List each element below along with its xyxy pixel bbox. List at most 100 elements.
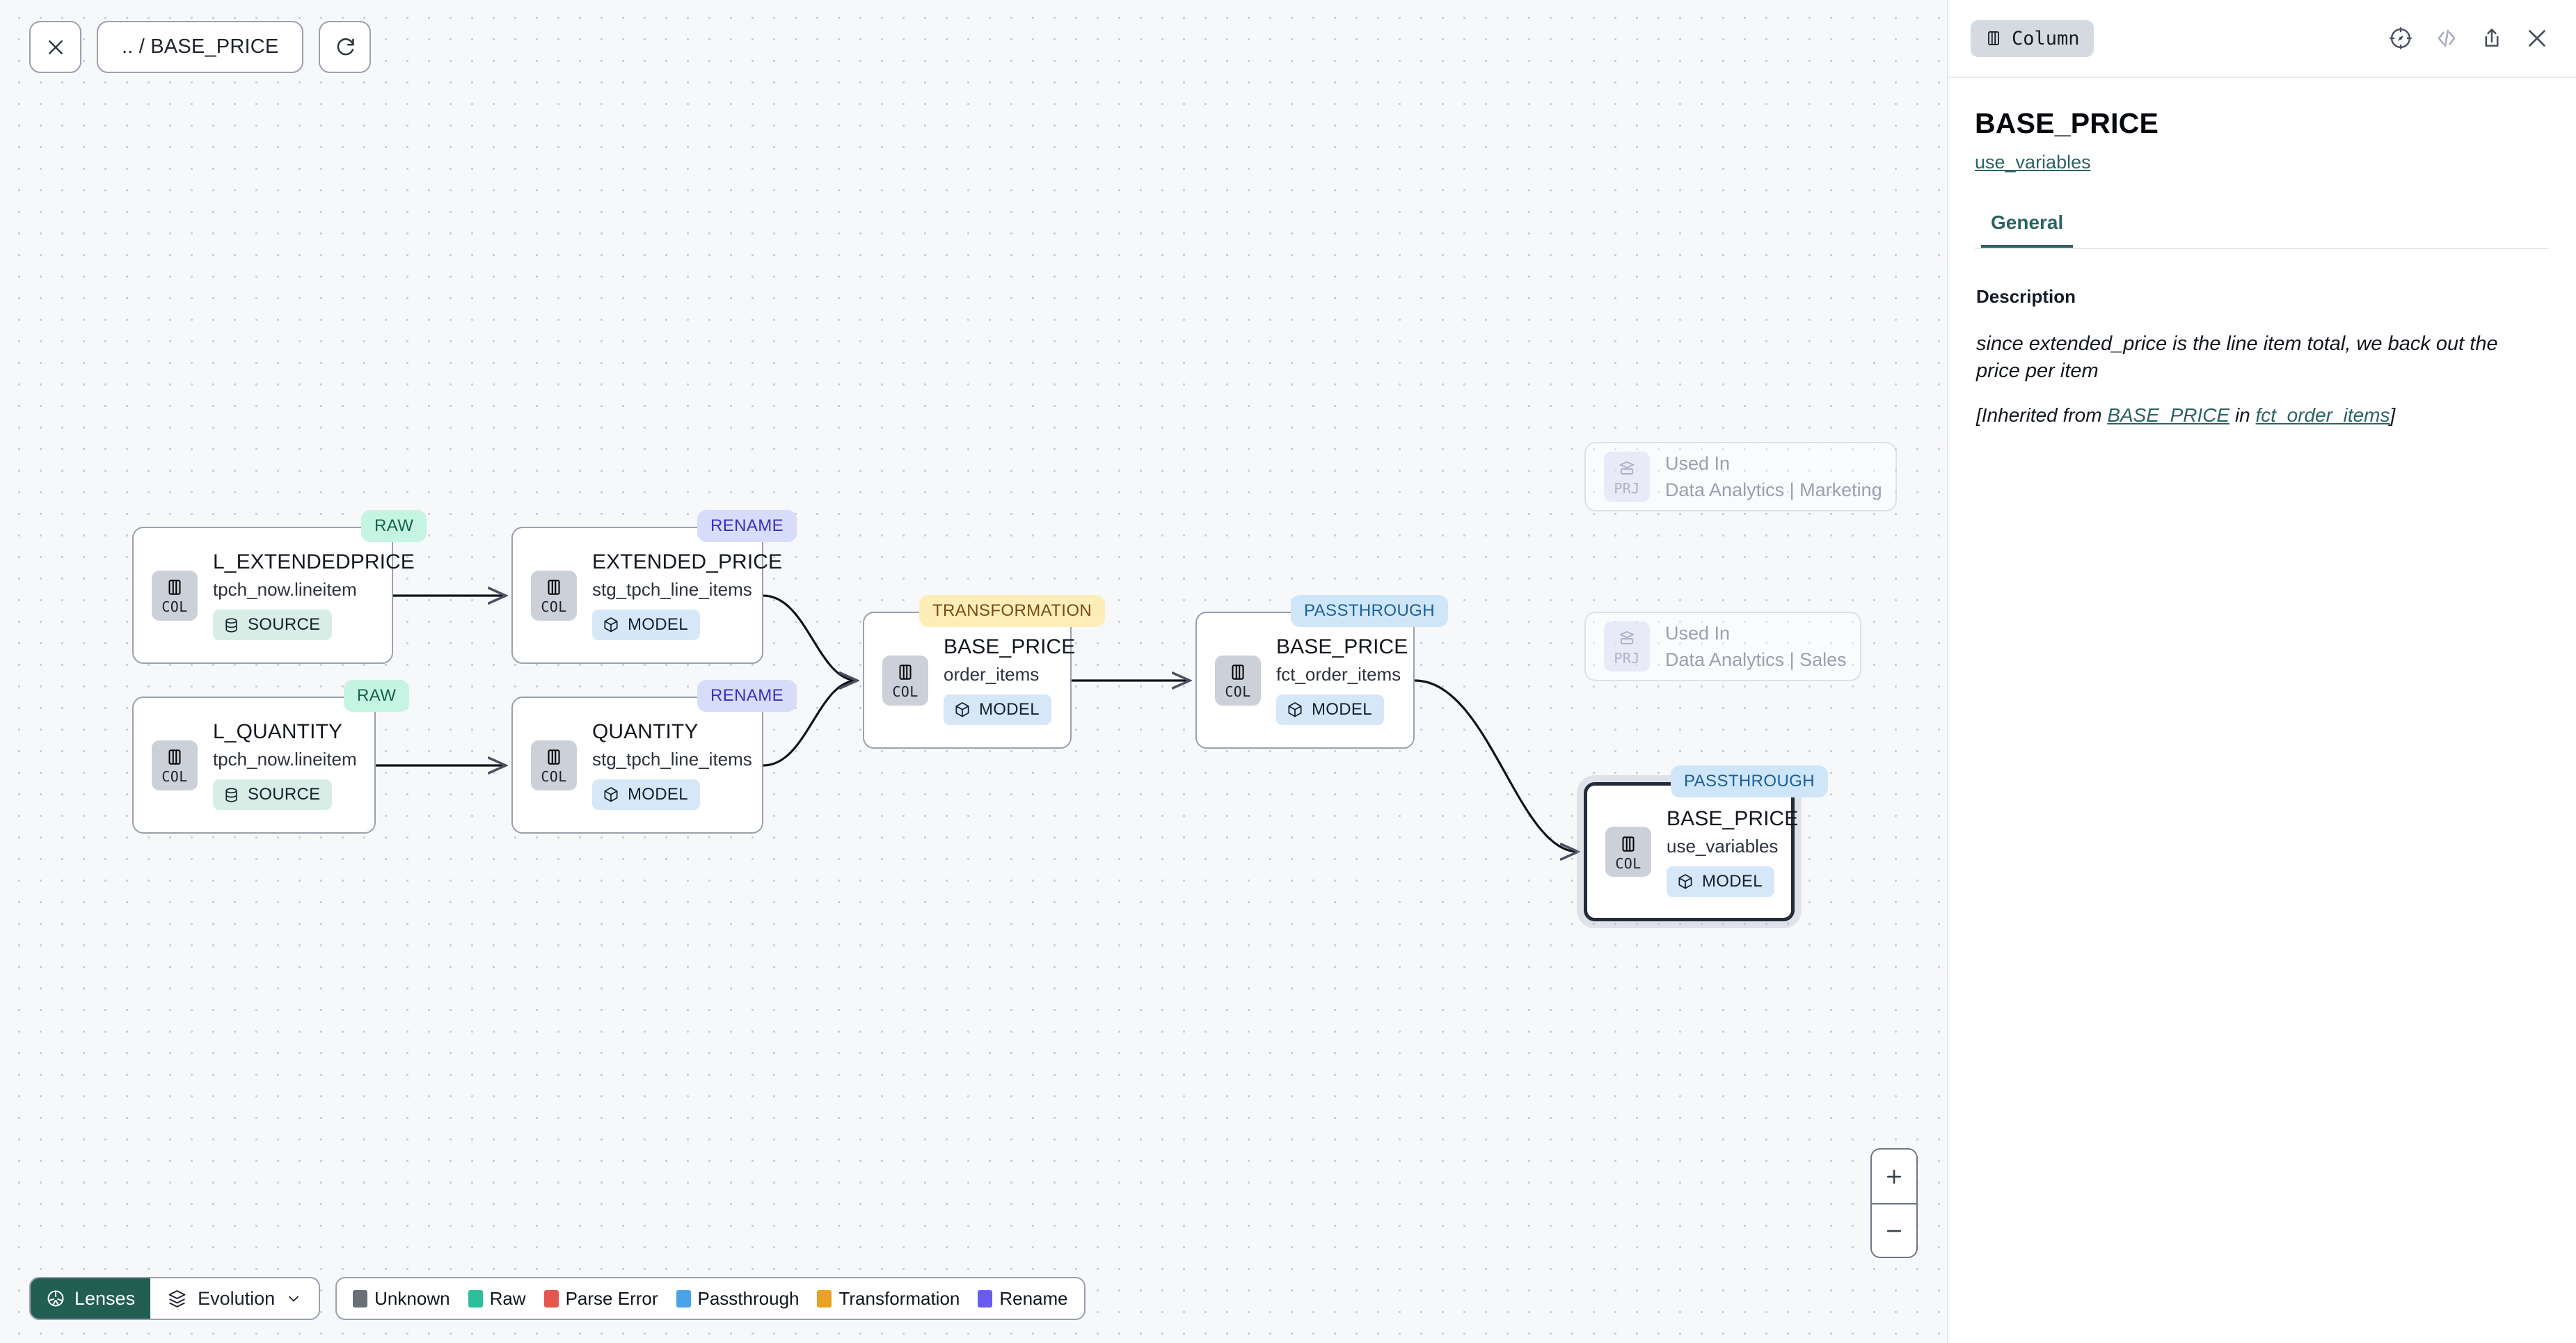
node-type-label: COL — [1615, 855, 1641, 872]
legend-label: Parse Error — [565, 1287, 658, 1309]
explore-button[interactable] — [2388, 26, 2413, 51]
node-chip-source: SOURCE — [213, 610, 333, 640]
node-type-icon: COL — [531, 740, 577, 790]
legend-swatch — [817, 1289, 832, 1308]
column-icon — [168, 749, 181, 765]
parent-model-link[interactable]: use_variables — [1975, 152, 2091, 173]
zoom-out-button[interactable] — [1872, 1203, 1916, 1257]
code-icon — [2438, 29, 2456, 47]
node-badge-raw: RAW — [361, 510, 427, 542]
node-chip-model: MODEL — [1276, 694, 1384, 725]
node-subtitle: order_items — [944, 664, 1040, 685]
close-icon — [2529, 30, 2545, 47]
node-type-icon: PRJ — [1604, 621, 1650, 672]
node-chip-model: MODEL — [944, 694, 1051, 725]
code-button[interactable] — [2434, 26, 2459, 51]
node-subtitle: use_variables — [1667, 835, 1779, 857]
used-in-target: Data Analytics | Sales — [1665, 649, 1847, 670]
legend-item-transformation[interactable]: Transformation — [817, 1288, 960, 1310]
evolution-dropdown[interactable]: Evolution — [150, 1278, 319, 1319]
node-title: EXTENDED_PRICE — [592, 550, 783, 573]
graph-node-used_in_sales[interactable]: PRJ Used In Data Analytics | Sales — [1584, 612, 1861, 681]
legend-swatch — [468, 1289, 483, 1308]
column-icon — [548, 580, 560, 595]
close-panel-button[interactable] — [2525, 26, 2550, 51]
description-label: Description — [1976, 286, 2076, 307]
legend-item-unknown[interactable]: Unknown — [353, 1288, 450, 1310]
node-chip-source: SOURCE — [213, 779, 333, 810]
legend-label: Raw — [489, 1287, 526, 1309]
legend-swatch — [353, 1289, 368, 1308]
node-title: L_EXTENDEDPRICE — [213, 550, 415, 573]
node-subtitle: tpch_now.lineitem — [213, 579, 357, 600]
project-icon — [1619, 630, 1635, 644]
node-chip-model: MODEL — [592, 779, 700, 810]
column-icon — [899, 665, 912, 680]
zoom-in-button[interactable] — [1872, 1150, 1916, 1203]
node-chip-label: MODEL — [628, 615, 688, 634]
inherited-column-link[interactable]: BASE_PRICE — [2107, 404, 2230, 426]
node-badge-rename: RENAME — [697, 510, 797, 542]
node-type-label: COL — [541, 768, 567, 785]
legend-swatch — [543, 1289, 559, 1308]
share-button[interactable] — [2480, 26, 2504, 50]
node-subtitle: stg_tpch_line_items — [592, 749, 752, 770]
node-type-label: COL — [541, 598, 567, 615]
node-type-label: COL — [1225, 683, 1251, 700]
legend-item-parse-error[interactable]: Parse Error — [543, 1287, 658, 1310]
node-subtitle: tpch_now.lineitem — [213, 749, 357, 770]
lenses-label: Lenses — [74, 1287, 136, 1309]
node-title: QUANTITY — [592, 720, 699, 743]
cube-icon — [1678, 873, 1692, 889]
legend-item-raw[interactable]: Raw — [468, 1288, 526, 1310]
description-section: Description since extended_price is the … — [1948, 249, 2576, 427]
node-type-icon: COL — [882, 655, 928, 706]
node-type-label: PRJ — [1614, 479, 1640, 497]
cube-icon — [955, 702, 969, 717]
close-button[interactable] — [29, 21, 81, 73]
used-in-label: Used In — [1665, 622, 1731, 644]
refresh-button[interactable] — [319, 21, 372, 73]
legend-item-passthrough[interactable]: Passthrough — [676, 1287, 800, 1310]
lenses-button[interactable]: Lenses — [31, 1278, 151, 1319]
column-icon — [548, 749, 560, 765]
details-panel: Column — [1947, 0, 2576, 1343]
inherited-suffix: ] — [2390, 404, 2396, 426]
node-type-icon: COL — [1605, 827, 1651, 877]
node-subtitle: fct_order_items — [1276, 664, 1401, 685]
compass-icon — [2390, 27, 2412, 49]
inherited-model-link[interactable]: fct_order_items — [2255, 404, 2390, 426]
node-badge-trans: TRANSFORMATION — [919, 595, 1106, 627]
node-type-label: COL — [161, 598, 188, 615]
aperture-icon — [47, 1290, 64, 1307]
node-chip-label: SOURCE — [248, 785, 321, 804]
evolution-label: Evolution — [198, 1287, 276, 1309]
cube-icon — [604, 617, 618, 633]
cube-icon — [604, 787, 618, 802]
column-icon — [168, 580, 181, 595]
refresh-icon — [337, 38, 354, 55]
legend-item-rename[interactable]: Rename — [978, 1288, 1068, 1310]
node-type-label: COL — [161, 768, 188, 785]
legend-swatch — [978, 1289, 993, 1308]
legend-label: Passthrough — [697, 1287, 800, 1309]
description-inherited: [Inherited from BASE_PRICE in fct_order_… — [1976, 404, 2544, 427]
tab-general[interactable]: General — [1981, 212, 2074, 248]
legend-label: Transformation — [838, 1287, 960, 1309]
node-type-label: COL — [892, 683, 919, 700]
lineage-canvas[interactable]: .. / BASE_PRICE — [0, 0, 1947, 1343]
minus-icon — [1886, 1230, 1902, 1232]
breadcrumb[interactable]: .. / BASE_PRICE — [97, 21, 304, 73]
description-text: since extended_price is the line item to… — [1976, 333, 2498, 383]
panel-tabs: General — [1975, 212, 2548, 249]
chevron-down-icon — [289, 1296, 299, 1302]
legend: Unknown Raw Parse Error Passthrough Transfor… — [335, 1277, 1086, 1320]
